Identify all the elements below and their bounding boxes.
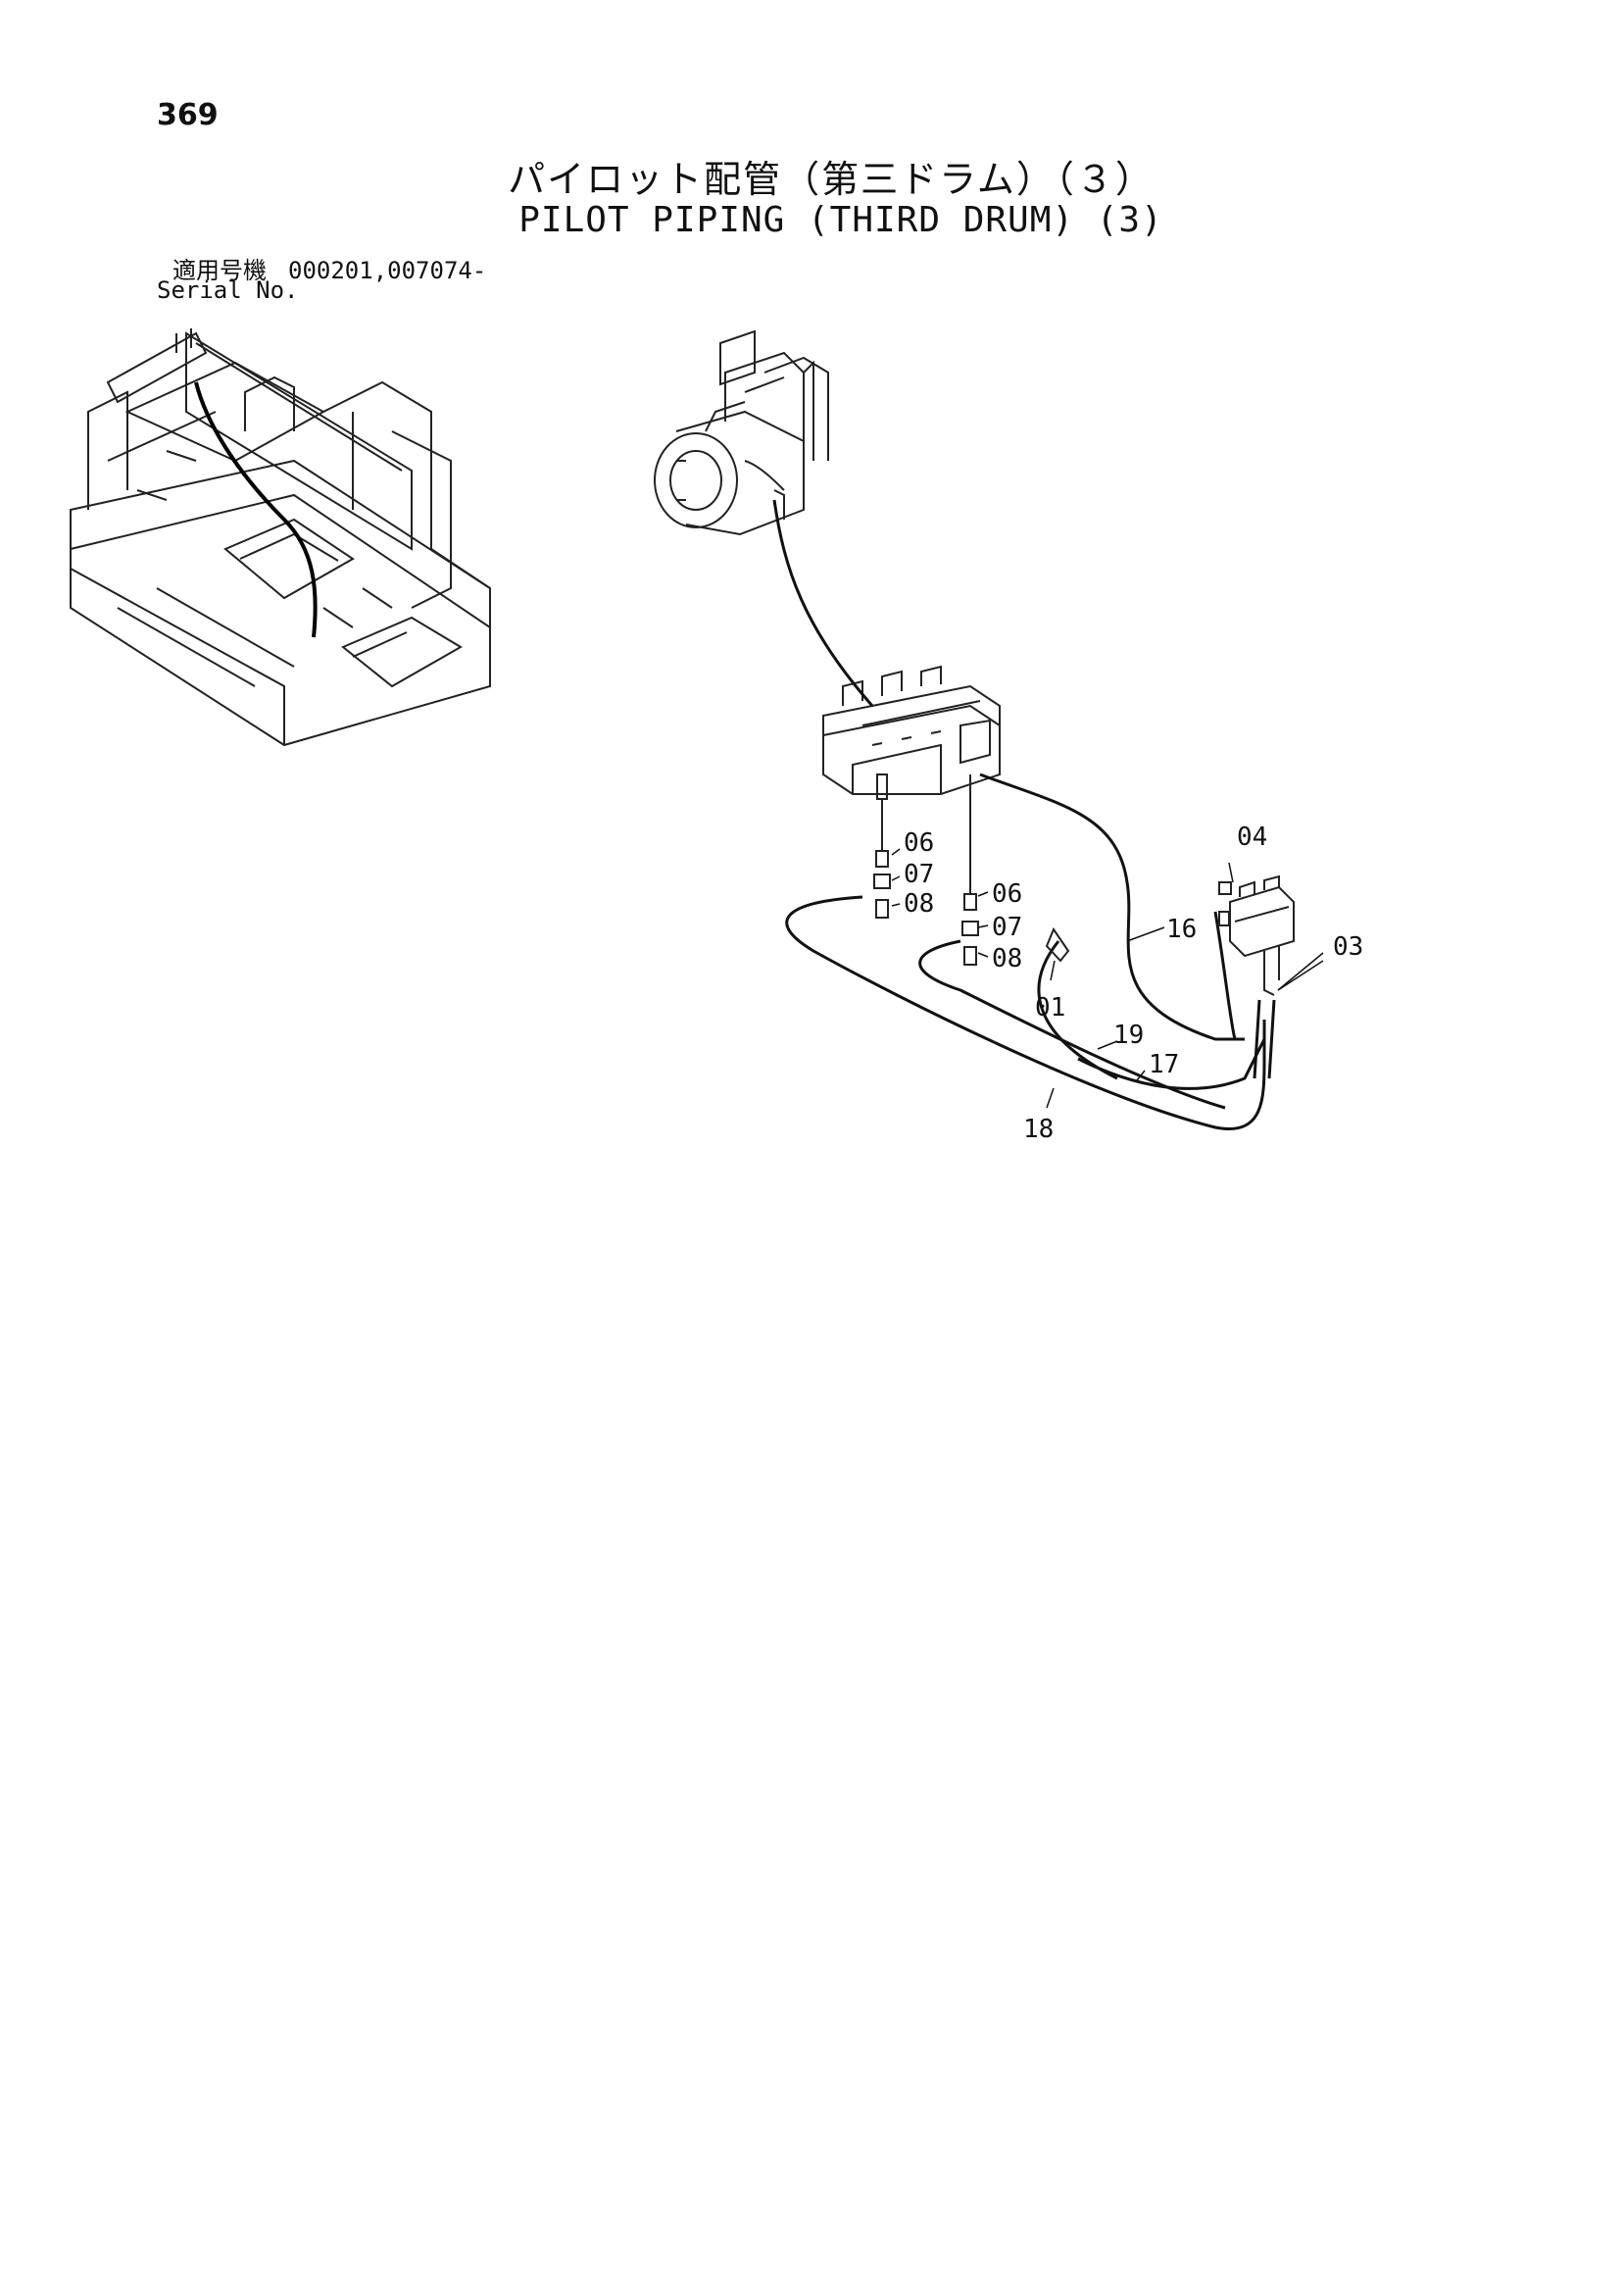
- callout-07-left: 07: [904, 860, 934, 889]
- hose-19-18: [1037, 940, 1118, 1080]
- callout-04: 04: [1237, 823, 1267, 852]
- callout-06-right: 06: [992, 879, 1022, 909]
- callout-17: 17: [1149, 1050, 1179, 1079]
- fitting-04: [1218, 881, 1232, 926]
- callout-labels: 06 07 08 06 07 08 01 04 03 16 19 17 18: [904, 823, 1363, 1144]
- fitting-stack-right: [961, 774, 979, 966]
- callout-18: 18: [1023, 1115, 1054, 1144]
- hose-loop-outer: [785, 895, 1266, 1130]
- page-number: 369: [157, 98, 219, 132]
- serial-label-japanese: 適用号機 000201,007074-: [172, 251, 486, 285]
- page-title-japanese: パイロット配管（第三ドラム）（３）: [508, 158, 1155, 201]
- hose-motor-to-valve: [772, 499, 874, 707]
- control-valve-block: [822, 665, 1001, 800]
- callout-19: 19: [1113, 1021, 1144, 1050]
- machine-frame-overview: [70, 328, 491, 747]
- callout-06-left: 06: [904, 828, 934, 858]
- serial-label-jp-text: 適用号機: [172, 257, 267, 284]
- drum-motor-assembly: [654, 329, 829, 536]
- fitting-stack-left: [873, 799, 891, 919]
- pilot-hoses: [772, 499, 1276, 1130]
- callout-03: 03: [1333, 932, 1363, 962]
- callout-08-left: 08: [904, 889, 934, 919]
- callout-07-right: 07: [992, 913, 1022, 942]
- fitting-01: [1045, 926, 1070, 963]
- hose-16: [979, 773, 1245, 1041]
- right-valve-block: [1229, 874, 1295, 996]
- callout-01: 01: [1035, 993, 1065, 1023]
- serial-label-english: Serial No.: [157, 276, 299, 304]
- callout-08-right: 08: [992, 944, 1022, 973]
- callout-16: 16: [1166, 915, 1197, 944]
- callout-leaders: [891, 848, 1324, 1109]
- page-title-english: PILOT PIPING (THIRD DRUM) (3): [518, 200, 1163, 240]
- serial-number-range: 000201,007074-: [288, 257, 487, 284]
